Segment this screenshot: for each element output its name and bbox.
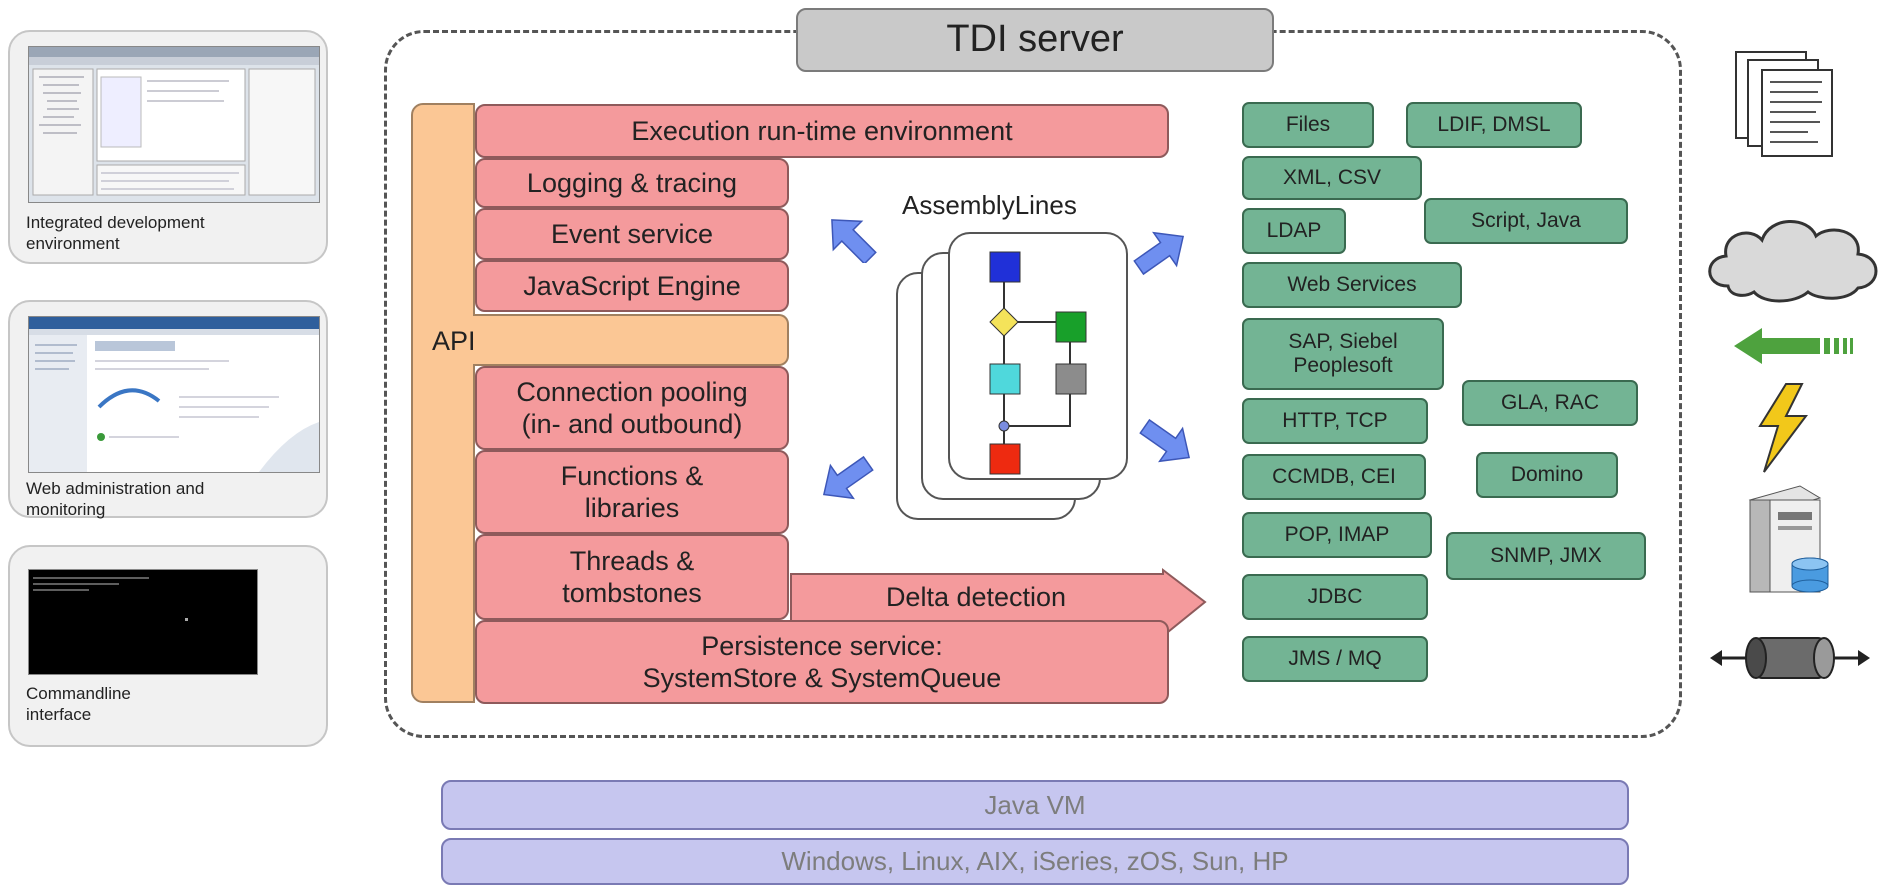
ide-caption: Integrated development environment — [26, 213, 205, 253]
connector-snmp-jmx: SNMP, JMX — [1446, 532, 1646, 580]
web-admin-panel: Web administration and monitoring — [8, 300, 328, 519]
cloud-icon — [1698, 206, 1888, 306]
api-extension — [473, 314, 789, 366]
javascript-engine-box: JavaScript Engine — [475, 260, 789, 312]
pipe-icon — [1708, 632, 1872, 684]
arrow-down-left-icon — [815, 455, 877, 503]
assemblyline-card-front — [948, 232, 1128, 480]
ide-screenshot — [28, 46, 320, 203]
arrow-up-right-icon — [1130, 228, 1192, 276]
connector-ccmdb-cei: CCMDB, CEI — [1242, 454, 1426, 500]
cli-panel: Commandline interface — [8, 545, 328, 747]
arrow-up-left-icon — [820, 215, 882, 265]
arrow-down-right-icon — [1136, 418, 1198, 466]
connector-web-services: Web Services — [1242, 262, 1462, 308]
assemblyline-flow-icon — [989, 251, 1087, 475]
connector-script-java: Script, Java — [1424, 198, 1628, 244]
server-database-icon — [1740, 478, 1840, 598]
web-admin-screenshot — [28, 316, 320, 473]
operating-systems-bar: Windows, Linux, AIX, iSeries, zOS, Sun, … — [441, 838, 1629, 885]
functions-libraries-box: Functions & libraries — [475, 450, 789, 534]
green-arrow-icon — [1732, 324, 1856, 368]
execution-runtime-box: Execution run-time environment — [475, 104, 1169, 158]
server-title: TDI server — [796, 8, 1274, 72]
connector-domino: Domino — [1476, 452, 1618, 498]
connector-xml-csv: XML, CSV — [1242, 156, 1422, 200]
ide-panel: Integrated development environment — [8, 30, 328, 264]
connector-jdbc: JDBC — [1242, 574, 1428, 620]
logging-tracing-box: Logging & tracing — [475, 158, 789, 208]
connection-pooling-box: Connection pooling (in- and outbound) — [475, 366, 789, 450]
threads-tombstones-box: Threads & tombstones — [475, 534, 789, 620]
connector-jms-mq: JMS / MQ — [1242, 636, 1428, 682]
connector-ldif-dmsl: LDIF, DMSL — [1406, 102, 1582, 148]
connector-pop-imap: POP, IMAP — [1242, 512, 1432, 558]
connector-gla-rac: GLA, RAC — [1462, 380, 1638, 426]
lightning-icon — [1746, 382, 1814, 474]
java-vm-bar: Java VM — [441, 780, 1629, 830]
persistence-service-box: Persistence service: SystemStore & Syste… — [475, 620, 1169, 704]
web-admin-caption: Web administration and monitoring — [26, 479, 205, 519]
connector-sap-siebel: SAP, Siebel Peoplesoft — [1242, 318, 1444, 390]
api-label: API — [432, 326, 476, 356]
api-column — [411, 103, 475, 703]
cli-screenshot — [28, 569, 258, 675]
documents-icon — [1728, 48, 1840, 160]
delta-detection-label: Delta detection — [885, 581, 1067, 612]
event-service-box: Event service — [475, 208, 789, 260]
connector-files: Files — [1242, 102, 1374, 148]
cli-caption: Commandline interface — [26, 684, 131, 724]
assemblylines-label: AssemblyLines — [902, 190, 1077, 220]
connector-http-tcp: HTTP, TCP — [1242, 398, 1428, 444]
connector-ldap: LDAP — [1242, 208, 1346, 254]
